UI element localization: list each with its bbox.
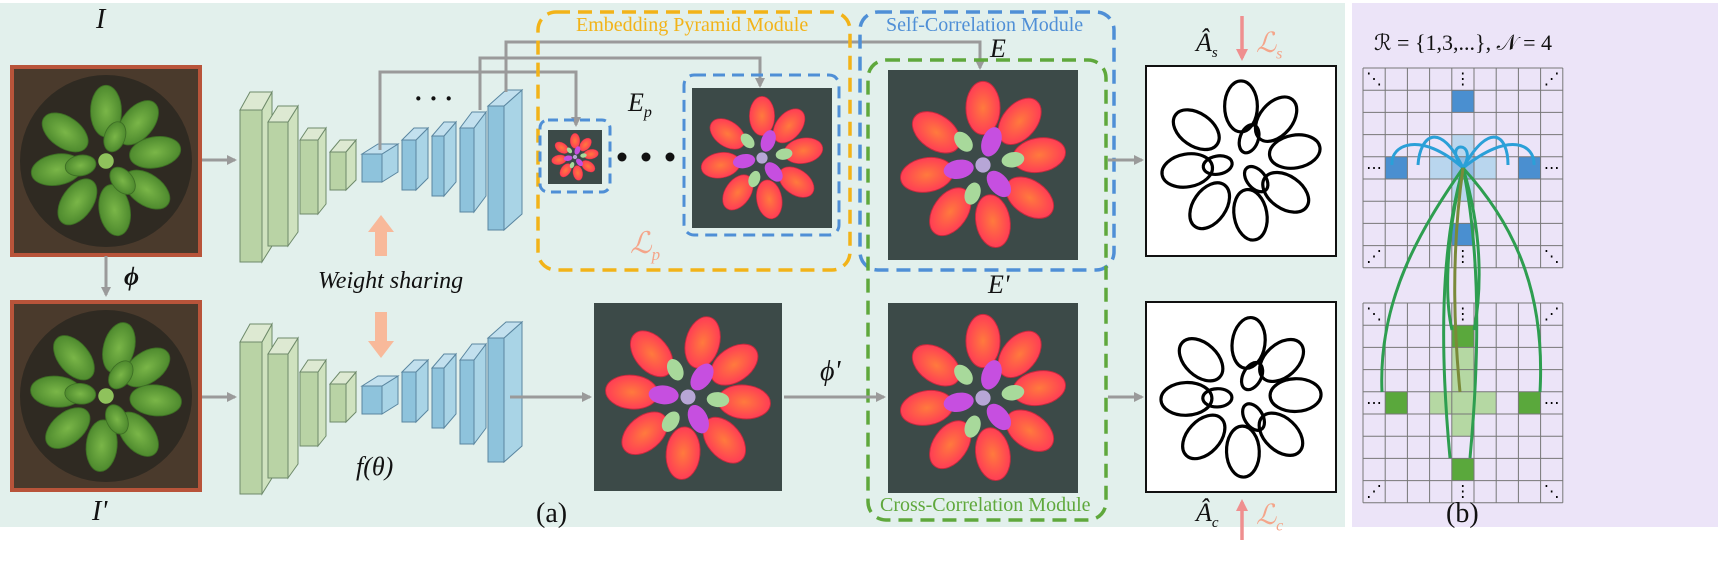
embedding-label: E — [990, 34, 1006, 63]
svg-text:⋯: ⋯ — [1366, 158, 1382, 177]
self-output-label: Âs — [1196, 28, 1218, 62]
embedding-e — [888, 70, 1078, 260]
embedding-pyramid-module-box — [536, 10, 852, 272]
cross-affinity-output — [1145, 301, 1337, 493]
svg-text:⋱: ⋱ — [1544, 482, 1560, 501]
self-loss-label: ℒs — [1256, 28, 1283, 63]
encoder-ellipsis: · · · — [414, 84, 454, 113]
skip-connections — [378, 40, 985, 150]
svg-text:⋯: ⋯ — [1544, 158, 1560, 177]
svg-text:⋰: ⋰ — [1544, 69, 1560, 88]
svg-text:⋯: ⋯ — [1366, 393, 1382, 412]
self-correlation-module-label: Self-Correlation Module — [886, 14, 1084, 36]
pyramid-embedding-label: Ep — [628, 88, 652, 122]
panel-b-connections — [1380, 135, 1543, 459]
panel-b-formula: ℛ = {1,3,...}, 𝒩 = 4 — [1374, 30, 1553, 55]
pyramid-large-box — [682, 73, 841, 237]
cross-correlation-module-label: Cross-Correlation Module — [880, 494, 1091, 516]
embedding-e-prime — [888, 303, 1078, 493]
weight-sharing-arrows — [368, 215, 394, 358]
self-correlation-module-box — [858, 10, 1116, 272]
transformed-feature-map — [584, 294, 792, 501]
input-image-label: I — [96, 4, 106, 35]
embedding-prime-label: E' — [988, 270, 1010, 299]
pyramid-small-box — [538, 118, 612, 194]
pyramid-large-embedding — [692, 88, 832, 228]
transformed-input-image — [10, 300, 202, 492]
phi-label: ϕ — [124, 262, 140, 291]
transformed-image-label: I' — [92, 496, 108, 527]
svg-text:⋮: ⋮ — [1455, 482, 1471, 501]
weight-sharing-label: Weight sharing — [318, 268, 464, 294]
encoder-bottom — [239, 320, 524, 496]
panel-a-label: (a) — [536, 498, 568, 529]
input-image — [10, 65, 202, 257]
cross-output-label: Âc — [1196, 498, 1219, 532]
network-label: f(θ) — [356, 452, 394, 481]
pyramid-ellipsis — [617, 152, 675, 162]
panel-b-bottom-grid: ⋱ ⋰ ⋰ ⋱ ⋮ ⋮ ⋯ ⋯ — [1362, 302, 1564, 504]
svg-text:⋮: ⋮ — [1455, 247, 1471, 266]
svg-text:⋮: ⋮ — [1455, 69, 1471, 88]
embedding-pyramid-module-label: Embedding Pyramid Module — [576, 14, 809, 36]
encoder-top — [239, 88, 524, 264]
panel-b-label: (b) — [1446, 498, 1479, 529]
svg-text:⋮: ⋮ — [1455, 304, 1471, 323]
self-affinity-output — [1145, 65, 1337, 257]
svg-text:⋯: ⋯ — [1544, 393, 1560, 412]
cross-correlation-module-box — [866, 58, 1108, 522]
svg-text:⋰: ⋰ — [1544, 304, 1560, 323]
pyramid-loss-label: ℒp — [630, 227, 661, 264]
svg-text:⋱: ⋱ — [1544, 247, 1560, 266]
pyramid-small-embedding — [548, 130, 602, 184]
phi-prime-label: ϕ' — [820, 356, 841, 387]
svg-text:⋱: ⋱ — [1366, 304, 1382, 323]
svg-text:⋰: ⋰ — [1366, 482, 1382, 501]
svg-text:⋱: ⋱ — [1366, 69, 1382, 88]
cross-loss-label: ℒc — [1256, 500, 1284, 535]
svg-text:⋰: ⋰ — [1366, 247, 1382, 266]
